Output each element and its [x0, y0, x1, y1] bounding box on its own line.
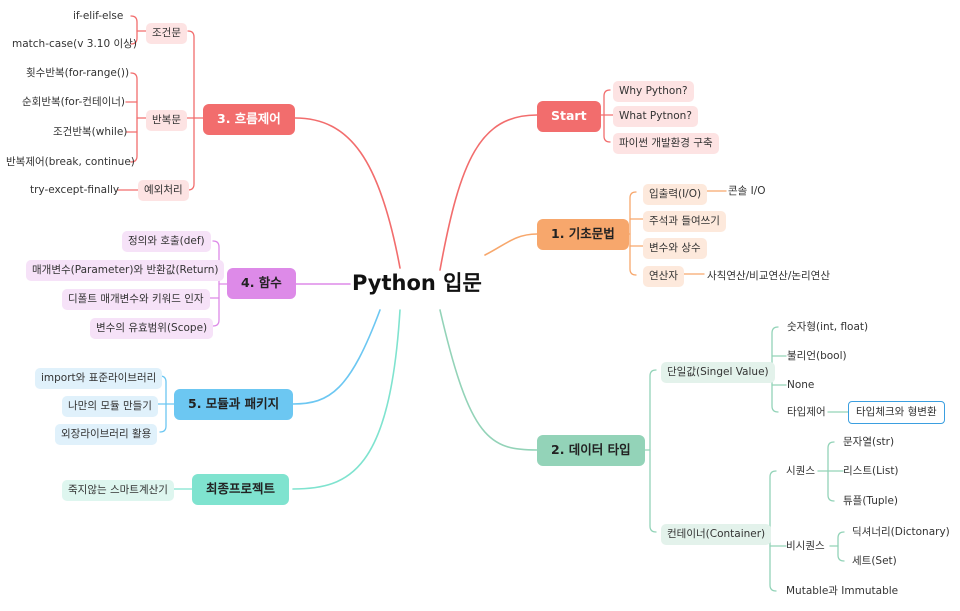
edge-data-bracket	[649, 369, 657, 533]
branch-flow-control[interactable]: 3. 흐름제어	[203, 104, 295, 135]
basic-operators[interactable]: 연산자	[643, 266, 684, 287]
edge-nonseq-bracket	[837, 531, 845, 562]
flow-match-case[interactable]: match-case(v 3.10 이상)	[12, 38, 137, 50]
flow-try-except[interactable]: try-except-finally	[30, 184, 120, 196]
edge-single-mid	[771, 355, 787, 386]
flow-if-elif-else[interactable]: if-elif-else	[73, 10, 124, 22]
edge-root-data	[439, 309, 538, 451]
edge-root-flow	[294, 117, 401, 269]
func-params-return[interactable]: 매개변수(Parameter)와 반환값(Return)	[26, 260, 225, 281]
flow-exception[interactable]: 예외처리	[138, 180, 189, 201]
flow-for-container[interactable]: 순회반복(for-컨테이너)	[22, 96, 126, 108]
edge-seq-bracket	[827, 441, 835, 502]
data-list[interactable]: 리스트(List)	[843, 465, 899, 477]
edge-single-bracket	[771, 326, 779, 413]
data-mutability[interactable]: Mutable과 Immutable	[786, 585, 899, 597]
data-bool[interactable]: 불리언(bool)	[787, 350, 847, 362]
start-item-env[interactable]: 파이썬 개발환경 구축	[613, 133, 719, 154]
data-nonsequence[interactable]: 비시퀀스	[786, 540, 825, 552]
edge-loop-mid	[125, 101, 138, 133]
edge-basic-mid	[629, 218, 644, 247]
edge-func-bracket	[212, 240, 220, 327]
branch-modules[interactable]: 5. 모듈과 패키지	[174, 389, 294, 420]
data-type-control[interactable]: 타입제어	[787, 406, 826, 418]
data-str[interactable]: 문자열(str)	[843, 436, 895, 448]
branch-function[interactable]: 4. 함수	[227, 268, 296, 299]
start-item-why[interactable]: Why Python?	[613, 81, 694, 102]
data-dict[interactable]: 딕셔너리(Dictonary)	[852, 526, 950, 538]
flow-loop[interactable]: 반복문	[146, 110, 187, 131]
func-default-kwargs[interactable]: 디폴트 매개변수와 키워드 인자	[62, 289, 210, 310]
edge-root-basic	[484, 233, 538, 256]
data-single-value[interactable]: 단일값(Singel Value)	[661, 362, 775, 383]
basic-io[interactable]: 입출력(I/O)	[643, 184, 708, 205]
branch-start[interactable]: Start	[537, 101, 601, 132]
data-set[interactable]: 세트(Set)	[852, 555, 897, 567]
module-own[interactable]: 나만의 모듈 만들기	[62, 396, 158, 417]
edge-root-start	[439, 114, 538, 271]
data-none[interactable]: None	[787, 379, 815, 391]
edge-flow-bracket	[187, 30, 195, 191]
branch-basic-syntax[interactable]: 1. 기초문법	[537, 219, 629, 250]
edge-start-bracket	[603, 89, 611, 143]
basic-operators-types[interactable]: 사칙연산/비교연산/논리연산	[707, 270, 830, 282]
basic-io-console[interactable]: 콘솔 I/O	[728, 185, 766, 197]
data-sequence[interactable]: 시퀀스	[786, 465, 815, 477]
branch-final-project[interactable]: 최종프로젝트	[192, 474, 290, 505]
module-external[interactable]: 외장라이브러리 활용	[55, 424, 158, 445]
root-title[interactable]: Python 입문	[352, 271, 482, 295]
edge-basic-bracket	[629, 191, 637, 276]
data-container[interactable]: 컨테이너(Container)	[661, 524, 772, 545]
func-def[interactable]: 정의와 호출(def)	[122, 231, 211, 252]
start-item-what[interactable]: What Pytnon?	[613, 106, 698, 127]
edge-root-final	[292, 309, 401, 490]
final-smart-calculator[interactable]: 죽지않는 스마트계산기	[62, 480, 174, 501]
flow-while[interactable]: 조건반복(while)	[53, 126, 128, 138]
basic-comment[interactable]: 주석과 들여쓰기	[643, 211, 726, 232]
flow-conditional[interactable]: 조건문	[146, 23, 187, 44]
data-number[interactable]: 숫자형(int, float)	[787, 321, 869, 333]
edge-loop-bracket	[130, 72, 138, 163]
edge-cond-bracket	[130, 15, 138, 45]
data-type-check-cast[interactable]: 타입체크와 형변환	[848, 401, 945, 424]
flow-break-continue[interactable]: 반복제어(break, continue)	[6, 156, 135, 168]
data-tuple[interactable]: 튜플(Tuple)	[843, 495, 899, 507]
flow-for-range[interactable]: 횟수반복(for-range())	[26, 67, 130, 79]
basic-vars[interactable]: 변수와 상수	[643, 238, 707, 259]
module-import-stdlib[interactable]: import와 표준라이브러리	[35, 368, 163, 389]
edge-root-module	[292, 309, 381, 405]
branch-data-types[interactable]: 2. 데이터 타입	[537, 435, 645, 466]
edge-container-bracket	[769, 470, 777, 592]
func-scope[interactable]: 변수의 유효범위(Scope)	[90, 318, 214, 339]
